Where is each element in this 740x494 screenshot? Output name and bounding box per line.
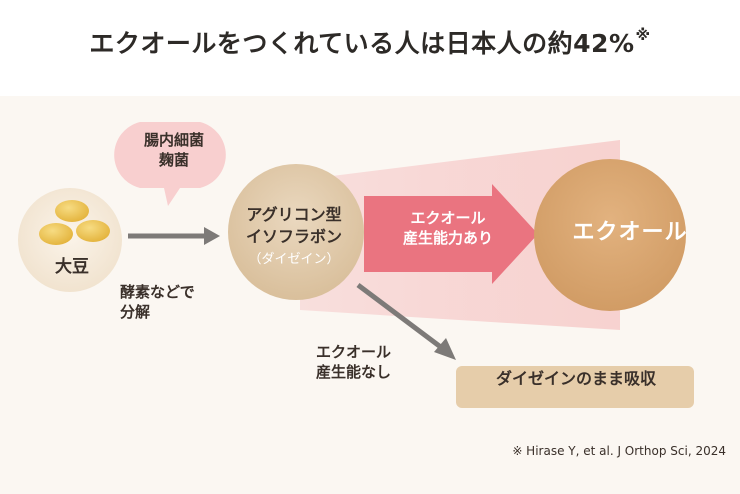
producer-label: エクオール 産生能力あり	[378, 208, 518, 249]
isoflavone-sub-label: （ダイゼイン）	[248, 252, 340, 268]
page-title: エクオールをつくれている人は日本人の約42%※	[0, 24, 740, 60]
enzyme-label: 酵素などで 分解	[120, 282, 240, 323]
bacteria-bubble	[114, 122, 226, 206]
soybean-icon	[76, 220, 110, 242]
enzyme-line: 酵素などで	[120, 283, 195, 301]
enzyme-line: 分解	[120, 303, 151, 322]
arrow-isoflavone-to-absorb	[356, 283, 444, 350]
isoflavone-line: アグリコン型	[246, 205, 342, 224]
soy-label: 大豆	[55, 257, 89, 277]
bacteria-line: 麹菌	[158, 151, 189, 170]
equol-circle	[534, 159, 686, 311]
producer-line: エクオール	[410, 209, 486, 227]
citation: ※ Hirase Y, et al. J Orthop Sci, 2024	[512, 444, 726, 458]
equol-label: エクオール	[572, 220, 688, 245]
nonproducer-line: 産生能なし	[316, 363, 392, 382]
producer-line: 産生能力あり	[402, 229, 493, 248]
arrow-head	[204, 227, 220, 245]
nonproducer-line: エクオール	[316, 343, 392, 361]
bacteria-label: 腸内細菌 麹菌	[112, 130, 236, 171]
isoflavone-circle	[228, 164, 364, 300]
bacteria-line: 腸内細菌	[143, 131, 204, 149]
title-text: エクオールをつくれている人は日本人の約42%	[89, 29, 635, 58]
absorb-box	[456, 366, 694, 408]
nonproducer-label: エクオール 産生能なし	[316, 342, 436, 383]
absorb-label: ダイゼインのまま吸収	[495, 369, 656, 388]
soybean-icon	[55, 200, 89, 222]
isoflavone-label: アグリコン型 イソフラボン （ダイゼイン）	[224, 204, 364, 269]
soybean-icon	[39, 223, 73, 245]
producer-arrow	[364, 184, 538, 284]
isoflavone-line: イソフラボン	[245, 226, 342, 246]
title-reference-mark: ※	[635, 26, 651, 44]
arrow-head	[434, 338, 456, 360]
